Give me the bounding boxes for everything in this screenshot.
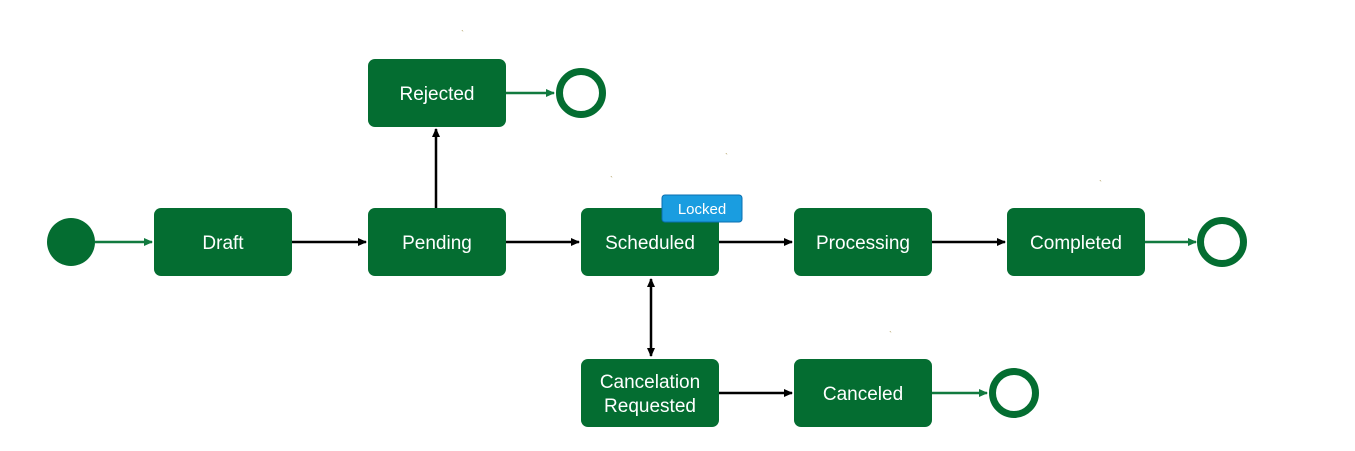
state-draft[interactable]: Draft	[154, 208, 292, 276]
state-pending[interactable]: Pending	[368, 208, 506, 276]
state-canceled-label: Canceled	[823, 384, 903, 405]
state-cancelation-requested-label-line1: Cancelation	[600, 372, 700, 393]
svg-text:`: `	[725, 152, 728, 162]
state-pending-label: Pending	[402, 233, 472, 254]
state-scheduled[interactable]: Scheduled	[581, 208, 719, 276]
svg-text:`: `	[1099, 179, 1102, 189]
svg-text:`: `	[889, 330, 892, 340]
final-state-canceled	[989, 368, 1039, 418]
state-processing[interactable]: Processing	[794, 208, 932, 276]
state-completed[interactable]: Completed	[1007, 208, 1145, 276]
final-state-rejected	[556, 68, 606, 118]
state-rejected-label: Rejected	[400, 84, 475, 105]
state-canceled[interactable]: Canceled	[794, 359, 932, 427]
state-cancelation-requested-label-line2: Requested	[604, 396, 696, 417]
decorative-specks: ` ` ` ` `	[461, 29, 1102, 340]
state-cancelation-requested[interactable]: Cancelation Requested	[581, 359, 719, 427]
svg-text:`: `	[610, 175, 613, 185]
state-scheduled-label: Scheduled	[605, 233, 695, 254]
state-draft-label: Draft	[202, 233, 244, 254]
locked-badge: Locked	[661, 194, 743, 223]
svg-text:`: `	[461, 29, 464, 39]
state-rejected[interactable]: Rejected	[368, 59, 506, 127]
locked-badge-label: Locked	[678, 201, 726, 218]
state-processing-label: Processing	[816, 233, 910, 254]
initial-state	[47, 218, 95, 266]
state-completed-label: Completed	[1030, 233, 1122, 254]
final-state-completed	[1197, 217, 1247, 267]
